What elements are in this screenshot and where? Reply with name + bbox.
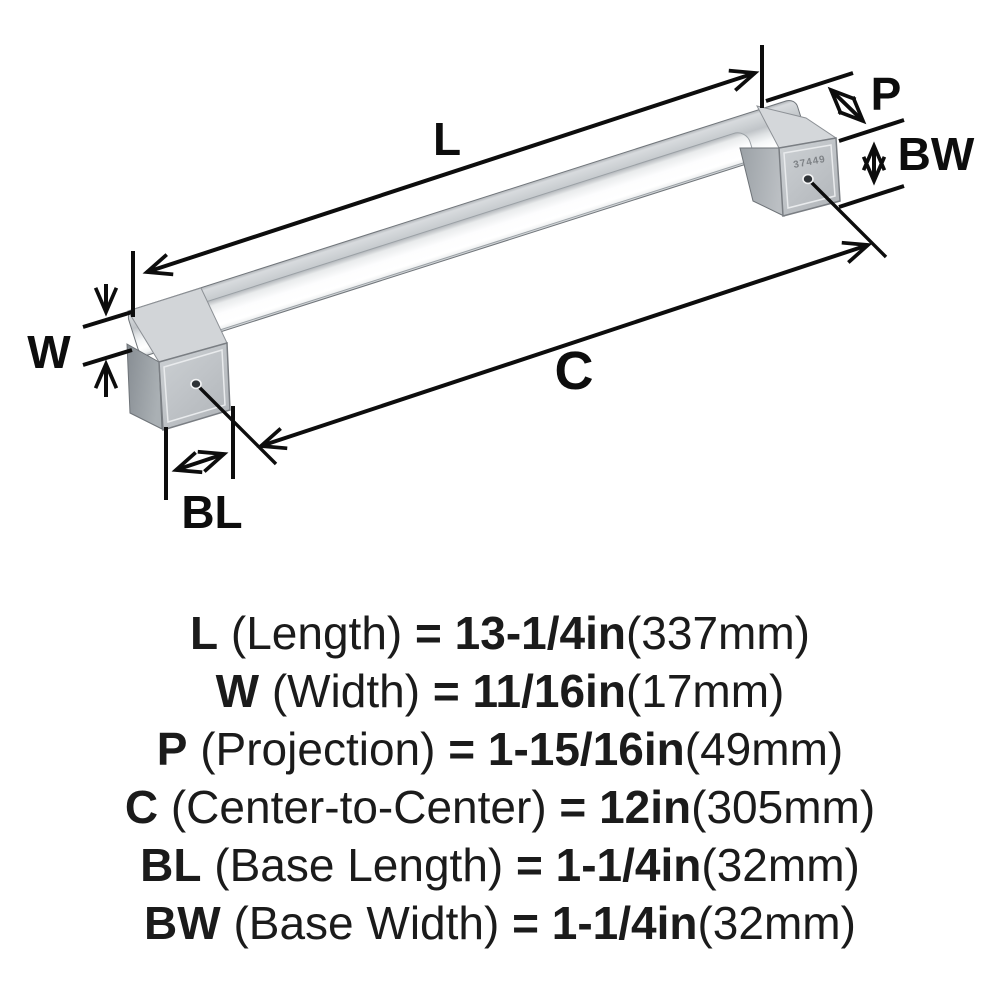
c-dimension-line	[256, 240, 873, 451]
right-screw-hole	[802, 173, 814, 185]
spec-line-BL: BL (Base Length) = 1-1/4in(32mm)	[0, 836, 1000, 894]
w-reference-tick-upper	[82, 310, 133, 329]
spec-metric: (17mm)	[625, 665, 785, 717]
bw-reference-line-lower	[838, 184, 905, 209]
dim-label-BL: BL	[181, 486, 242, 538]
spec-metric: (32mm)	[701, 839, 860, 891]
dim-label-W: W	[27, 326, 71, 378]
spec-label: (Length)	[230, 607, 403, 659]
dimension-lines	[82, 45, 905, 500]
left-screw-hole	[190, 378, 202, 390]
dimension-labels: L W P BW C BL	[27, 68, 975, 538]
dim-label-C: C	[555, 341, 594, 401]
handle-bar-highlight	[190, 132, 753, 335]
dim-label-BW: BW	[898, 128, 975, 180]
l-dimension-line	[142, 68, 760, 277]
left-screw-hole-leader	[195, 383, 278, 466]
spec-key: L	[190, 607, 219, 659]
left-plate-inner-border	[163, 349, 226, 423]
spec-imperial: = 13-1/4in	[415, 607, 626, 659]
p-reference-line-upper	[765, 71, 854, 103]
spec-imperial: = 12in	[559, 781, 692, 833]
spec-key: BL	[140, 839, 202, 891]
spec-line-L: L (Length) = 13-1/4in(337mm)	[0, 604, 1000, 662]
handle-dimension-drawing: 37449	[27, 45, 975, 538]
left-foot-side-face	[126, 343, 163, 430]
right-plate-inner-border	[783, 144, 836, 209]
spec-metric: (32mm)	[697, 897, 856, 949]
w-reference-tick-lower	[82, 348, 133, 367]
spec-list: L (Length) = 13-1/4in(337mm)W (Width) = …	[0, 604, 1000, 952]
spec-line-W: W (Width) = 11/16in(17mm)	[0, 662, 1000, 720]
spec-metric: (49mm)	[684, 723, 844, 775]
spec-metric: (337mm)	[625, 607, 810, 659]
spec-imperial: = 1-1/4in	[516, 839, 702, 891]
left-base-foot	[126, 287, 278, 466]
spec-line-C: C (Center-to-Center) = 12in(305mm)	[0, 778, 1000, 836]
spec-label: (Width)	[271, 665, 421, 717]
spec-imperial: = 1-1/4in	[512, 897, 698, 949]
spec-label: (Center-to-Center)	[170, 781, 547, 833]
right-screw-hole-leader	[807, 178, 888, 259]
spec-label: (Base Length)	[214, 839, 504, 891]
spec-metric: (305mm)	[691, 781, 876, 833]
spec-key: P	[156, 723, 188, 775]
bw-reference-line-upper	[838, 118, 905, 143]
right-base-foot: 37449	[739, 105, 888, 259]
spec-label: (Projection)	[200, 723, 436, 775]
p-dimension-arrow	[827, 86, 867, 125]
spec-line-BW: BW (Base Width) = 1-1/4in(32mm)	[0, 894, 1000, 952]
dim-label-L: L	[433, 113, 461, 165]
spec-imperial: = 11/16in	[432, 665, 626, 717]
spec-key: BW	[144, 897, 221, 949]
spec-key: C	[124, 781, 159, 833]
right-foot-front-face	[739, 147, 785, 217]
spec-key: W	[215, 665, 260, 717]
dim-label-P: P	[871, 68, 902, 120]
handle-bar	[127, 99, 808, 356]
spec-imperial: = 1-15/16in	[448, 723, 685, 775]
spec-label: (Base Width)	[233, 897, 500, 949]
bl-dimension-arrow	[171, 449, 229, 475]
spec-line-P: P (Projection) = 1-15/16in(49mm)	[0, 720, 1000, 778]
